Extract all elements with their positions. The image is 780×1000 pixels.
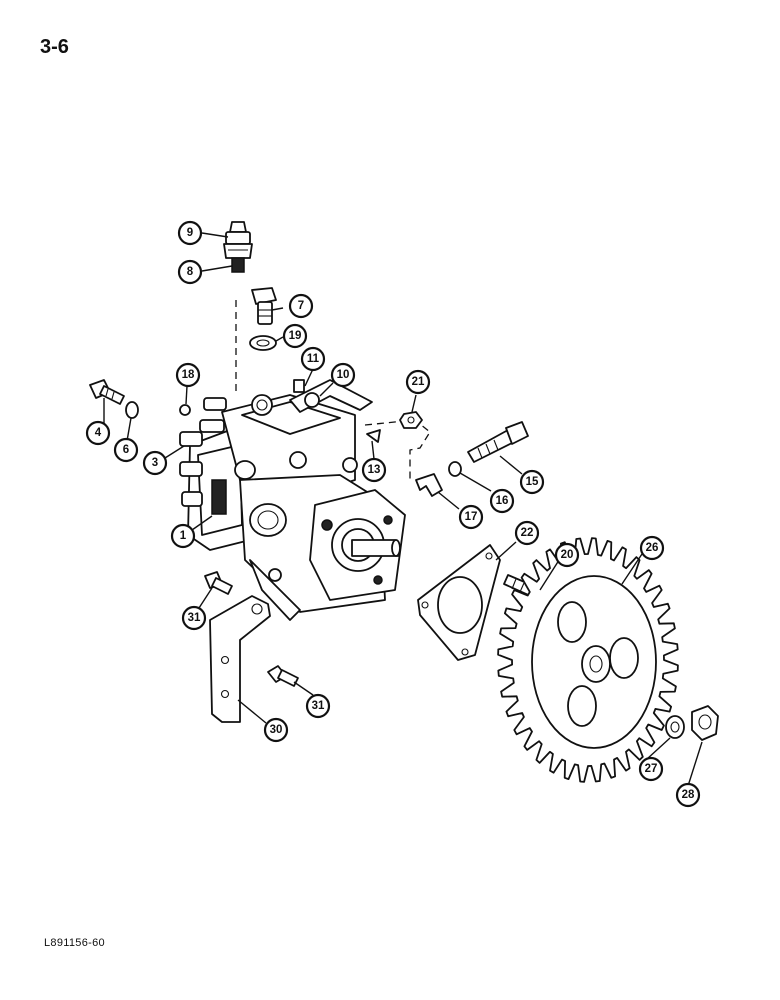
- callout-7: 7: [288, 293, 314, 319]
- hex-nut: [691, 705, 719, 741]
- callout-11: 11: [300, 346, 326, 372]
- bracket-bolt: [267, 665, 299, 687]
- svg-text:11: 11: [307, 353, 320, 365]
- callout-16: 16: [489, 488, 515, 514]
- callout-21: 21: [405, 369, 431, 395]
- svg-text:31: 31: [312, 700, 325, 712]
- gear-lightening-hole: [567, 685, 597, 727]
- gear-bore: [589, 655, 603, 673]
- leader-lines: [103, 232, 703, 787]
- svg-text:28: 28: [682, 789, 695, 801]
- callout-18: 18: [175, 362, 201, 388]
- callout-4: 4: [85, 420, 111, 446]
- svg-text:22: 22: [521, 527, 534, 539]
- callout-9: 9: [177, 220, 203, 246]
- lock-washer: [665, 715, 685, 739]
- callout-22: 22: [514, 520, 540, 546]
- svg-text:26: 26: [646, 542, 659, 554]
- svg-text:27: 27: [645, 763, 658, 775]
- callout-27: 27: [638, 756, 664, 782]
- washer: [125, 401, 139, 419]
- svg-text:21: 21: [412, 376, 425, 388]
- callout-31: 31: [181, 605, 207, 631]
- svg-text:3: 3: [152, 457, 158, 469]
- injection-pump: [179, 379, 406, 621]
- svg-text:19: 19: [289, 330, 302, 342]
- retaining-clip: [415, 473, 443, 497]
- callout-19: 19: [282, 323, 308, 349]
- callout-10: 10: [330, 362, 356, 388]
- callout-15: 15: [519, 469, 545, 495]
- svg-text:18: 18: [182, 369, 195, 381]
- svg-text:16: 16: [496, 495, 509, 507]
- fuel-shutoff-solenoid: [223, 221, 253, 273]
- bracket-bolt: [204, 571, 233, 595]
- callout-30: 30: [263, 717, 289, 743]
- callout-1: 1: [170, 523, 196, 549]
- callout-13: 13: [361, 457, 387, 483]
- gear-lightening-hole: [557, 601, 587, 643]
- svg-text:17: 17: [465, 511, 478, 523]
- bolt: [89, 379, 125, 405]
- svg-text:1: 1: [180, 530, 187, 542]
- figure-code: L891156-60: [44, 937, 105, 949]
- svg-text:9: 9: [187, 227, 193, 239]
- callout-6: 6: [113, 437, 139, 463]
- pump-drive-gear: [497, 537, 679, 783]
- svg-text:20: 20: [561, 549, 574, 561]
- nut: [399, 411, 423, 429]
- callout-20: 20: [554, 542, 580, 568]
- callout-8: 8: [177, 259, 203, 285]
- svg-text:13: 13: [368, 464, 381, 476]
- nut: [179, 404, 191, 416]
- callout-26: 26: [639, 535, 665, 561]
- callout-17: 17: [458, 504, 484, 530]
- support-bracket: [209, 595, 271, 723]
- callout-3: 3: [142, 450, 168, 476]
- svg-text:4: 4: [95, 427, 102, 439]
- page-number: 3-6: [40, 36, 69, 58]
- gasket: [417, 544, 501, 661]
- svg-text:15: 15: [526, 476, 539, 488]
- banjo-bolt: [251, 287, 277, 325]
- callout-31: 31: [305, 693, 331, 719]
- svg-text:31: 31: [188, 612, 201, 624]
- lock-washer: [448, 461, 462, 477]
- woodruff-key: [366, 429, 381, 443]
- sealing-washer: [249, 335, 277, 351]
- gear-lightening-hole: [609, 637, 639, 679]
- gear-hub: [581, 645, 611, 683]
- svg-text:10: 10: [337, 369, 350, 381]
- svg-text:8: 8: [187, 266, 194, 278]
- svg-text:7: 7: [298, 300, 304, 312]
- svg-text:30: 30: [270, 724, 283, 736]
- stud-bolt: [467, 421, 529, 463]
- callout-28: 28: [675, 782, 701, 808]
- svg-text:6: 6: [123, 444, 129, 456]
